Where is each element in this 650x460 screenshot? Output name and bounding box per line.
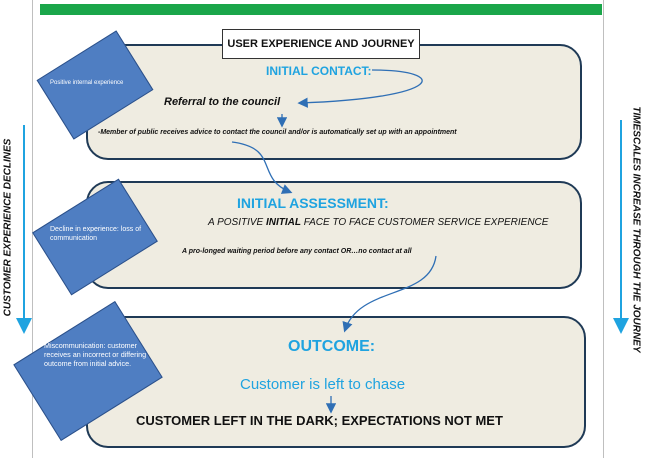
outcome-subheading: Customer is left to chase [240,376,406,393]
diagram-title: USER EXPERIENCE AND JOURNEY [222,29,420,59]
stage-outcome [86,316,586,448]
stage-initial-contact [86,44,582,160]
subheading-suffix: FACE TO FACE CUSTOMER SERVICE EXPERIENCE [300,217,549,228]
outcome-conclusion: CUSTOMER LEFT IN THE DARK; EXPECTATIONS … [136,413,503,428]
left-axis-label: CUSTOMER EXPERIENCE DECLINES [2,138,14,317]
experience-label-positive: Positive internal experience [50,80,124,86]
subheading-prefix: A POSITIVE [208,217,266,228]
experience-label-miscommunication: Miscommunication: customer receives an i… [44,341,147,368]
assessment-to-outcome-arrow [342,255,437,333]
subheading-emphasis: INITIAL [265,217,301,228]
experience-label-decline: Decline in experience: loss of communica… [50,226,142,242]
right-axis-label: TIMESCALES INCREASE THROUGH THE JOURNEY [630,106,642,353]
referral-subheading: Referral to the council [164,96,281,108]
outcome-heading: OUTCOME: [288,338,376,355]
initial-assessment-note: A pro-longed waiting period before any c… [182,248,412,255]
initial-contact-note: -Member of public receives advice to con… [98,129,457,136]
loop-arrow [297,69,423,108]
initial-contact-heading: INITIAL CONTACT: [266,64,372,78]
contact-to-assessment-arrow [231,141,293,194]
initial-assessment-subheading: A POSITIVE INITIAL FACE TO FACE CUSTOMER… [208,217,548,228]
header-green-bar [40,4,602,15]
initial-assessment-heading: INITIAL ASSESSMENT: [237,195,389,211]
